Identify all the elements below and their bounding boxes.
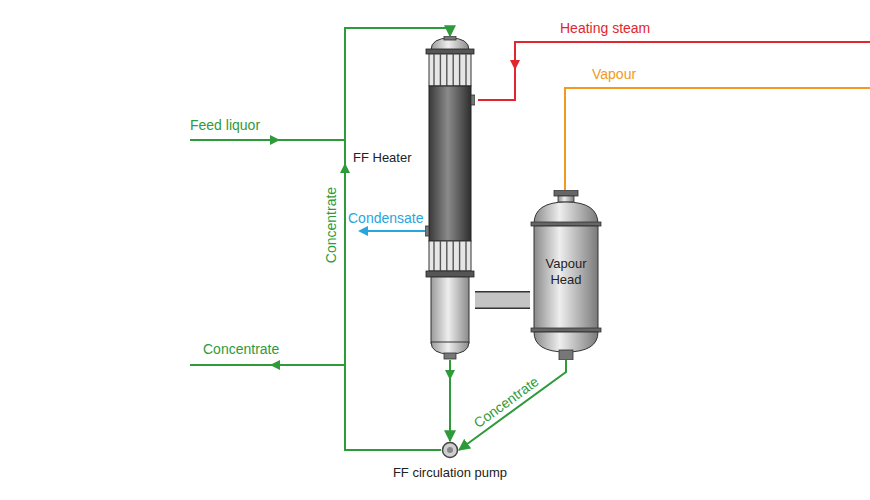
feed-line bbox=[190, 139, 345, 141]
stream-label: Vapour bbox=[592, 66, 636, 82]
condensate-line bbox=[366, 230, 425, 232]
heater-column: FF Heater bbox=[425, 36, 475, 360]
stream-label: Heating steam bbox=[560, 20, 650, 36]
stream-label: Concentrate bbox=[203, 341, 279, 357]
heater-shell bbox=[425, 36, 475, 360]
vapour-line bbox=[565, 88, 870, 190]
vapour-head: Vapour Head bbox=[530, 190, 602, 360]
connecting-pipe bbox=[475, 300, 530, 301]
arrowhead bbox=[270, 135, 280, 145]
outlet-line bbox=[190, 364, 345, 366]
node-label: FF circulation pump bbox=[393, 465, 507, 481]
arrowhead bbox=[358, 226, 368, 236]
flow-line bbox=[450, 360, 451, 441]
flow-line bbox=[459, 360, 566, 450]
circulation-pump: FF circulation pump bbox=[441, 441, 459, 459]
flow-label: Concentrate bbox=[323, 187, 339, 263]
arrowhead bbox=[510, 60, 520, 70]
arrowhead bbox=[270, 360, 280, 370]
stream-label: Feed liquor bbox=[190, 117, 260, 133]
node-label: FF Heater bbox=[353, 150, 412, 166]
node-label: Vapour Head bbox=[534, 256, 598, 288]
stream-label: Condensate bbox=[348, 210, 424, 226]
flow-label: Concentrate bbox=[471, 373, 542, 431]
steam-line bbox=[478, 42, 870, 100]
pump-symbol bbox=[441, 441, 459, 459]
